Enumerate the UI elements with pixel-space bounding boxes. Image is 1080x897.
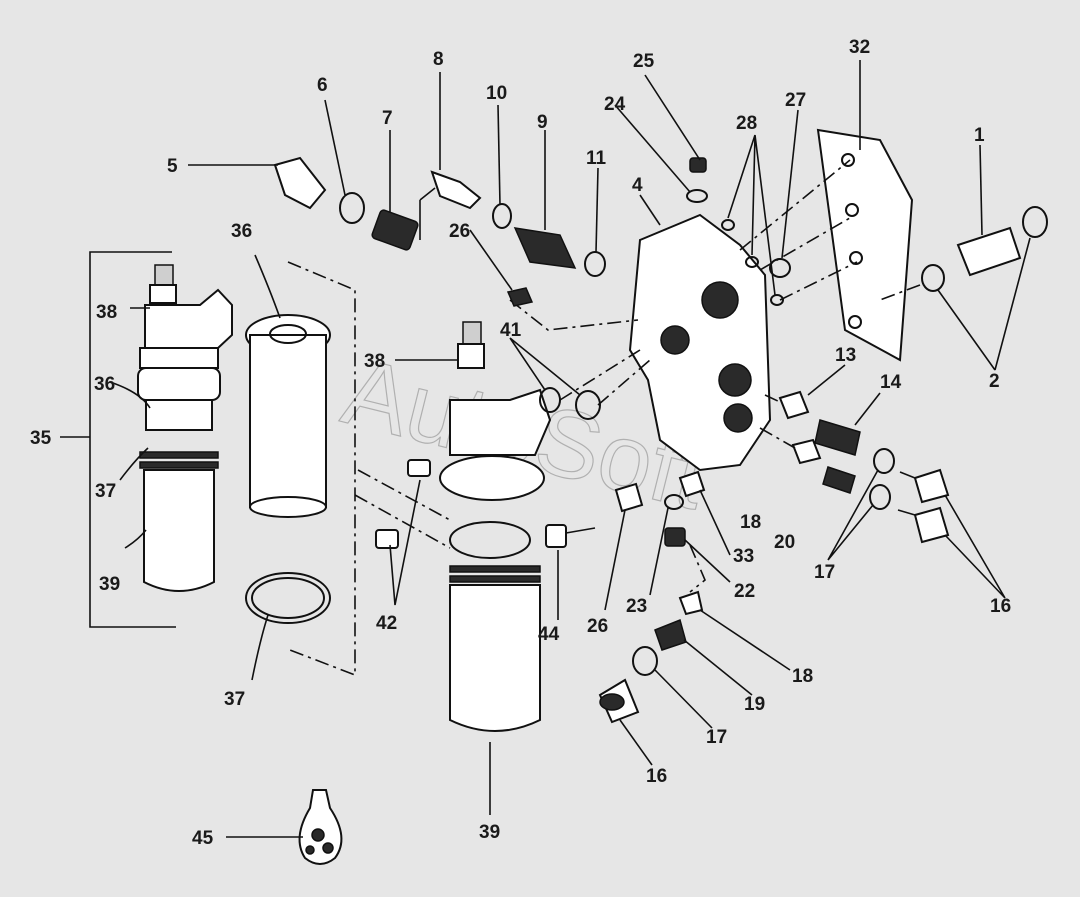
callout-7: 7 xyxy=(382,108,393,129)
valve-block-illustration xyxy=(469,60,914,472)
callout-32: 32 xyxy=(849,37,870,58)
callout-33: 33 xyxy=(733,546,754,567)
callout-10: 10 xyxy=(486,83,507,104)
callout-6: 6 xyxy=(317,75,328,96)
callout-39-left: 39 xyxy=(99,574,120,595)
kit-bag-illustration xyxy=(226,789,343,865)
callout-27: 27 xyxy=(785,90,806,111)
valve-parts-top-illustration xyxy=(188,72,606,277)
callout-19: 19 xyxy=(744,694,765,715)
callout-8: 8 xyxy=(433,49,444,70)
callout-5: 5 xyxy=(167,156,178,177)
callout-26-bottom: 26 xyxy=(587,616,608,637)
callout-18-bottom: 18 xyxy=(792,666,813,687)
callout-9: 9 xyxy=(537,112,548,133)
callout-20: 20 xyxy=(774,532,795,553)
callout-25: 25 xyxy=(633,51,655,72)
callout-24: 24 xyxy=(604,94,626,115)
callout-38-center: 38 xyxy=(364,351,385,372)
callout-38-left: 38 xyxy=(96,302,117,323)
callout-23: 23 xyxy=(626,596,647,617)
callout-14: 14 xyxy=(880,372,902,393)
lower-small-parts-illustration xyxy=(598,470,791,766)
assembled-filter-illustration xyxy=(60,251,233,628)
callout-labels: 1 2 4 5 6 7 8 9 10 11 13 14 16 16 17 17 … xyxy=(30,37,1011,849)
callout-17-bottom: 17 xyxy=(706,727,727,748)
callout-26-top: 26 xyxy=(449,221,470,242)
callout-39-center: 39 xyxy=(479,822,500,843)
callout-41: 41 xyxy=(500,320,522,341)
callout-36-mid: 36 xyxy=(231,221,252,242)
callout-42: 42 xyxy=(376,613,397,634)
callout-2: 2 xyxy=(989,371,1000,392)
callout-17-right: 17 xyxy=(814,562,835,583)
center-filter-illustration xyxy=(354,321,596,815)
right-fittings-illustration xyxy=(759,144,1048,599)
callout-22: 22 xyxy=(734,581,755,602)
filter-element-illustration xyxy=(245,254,356,681)
seals-41-illustration xyxy=(509,337,651,420)
callout-36-left: 36 xyxy=(94,374,115,395)
callout-13: 13 xyxy=(835,345,856,366)
callout-16-bottom: 16 xyxy=(646,766,667,787)
callout-45: 45 xyxy=(192,828,214,849)
callout-35: 35 xyxy=(30,428,52,449)
callout-28: 28 xyxy=(736,113,757,134)
callout-4: 4 xyxy=(632,175,643,196)
callout-11: 11 xyxy=(586,148,607,169)
callout-37-left: 37 xyxy=(95,481,116,502)
callout-37-mid: 37 xyxy=(224,689,245,710)
callout-44: 44 xyxy=(538,624,560,645)
callout-18-mid: 18 xyxy=(740,512,761,533)
callout-1: 1 xyxy=(974,125,985,146)
callout-16-right: 16 xyxy=(990,596,1011,617)
